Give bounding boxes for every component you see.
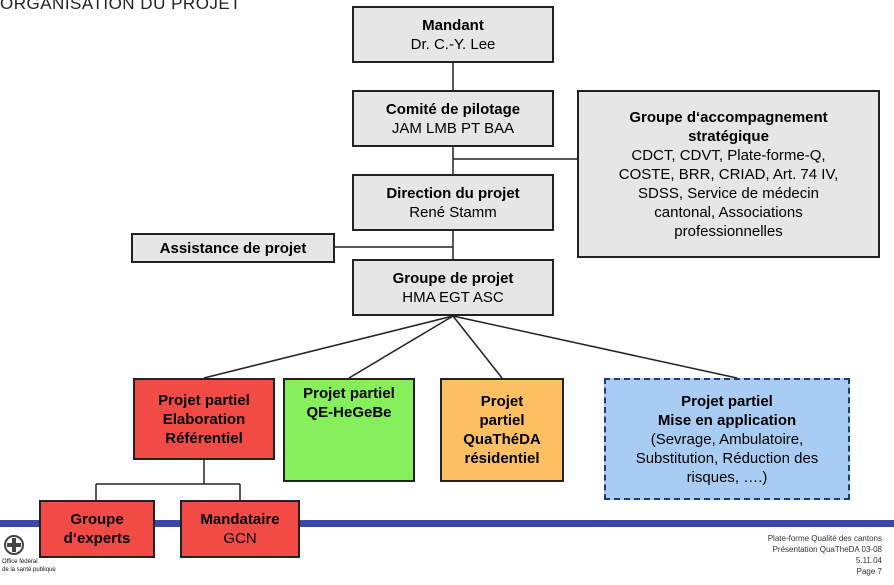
node-groupe-projet-title: Groupe de projet	[392, 269, 514, 287]
node-comite-title: Comité de pilotage	[385, 100, 521, 118]
node-groupe-accompagnement: Groupe d‘accompagnement stratégique CDCT…	[577, 90, 880, 258]
node-direction-title: Direction du projet	[386, 184, 520, 202]
node-groupe-projet: Groupe de projet HMA EGT ASC	[352, 259, 554, 316]
node-mandant: Mandant Dr. C.-Y. Lee	[352, 6, 554, 63]
node-accomp-line: COSTE, BRR, CRIAD, Art. 74 IV,	[618, 165, 839, 183]
node-accomp-title-2: stratégique	[688, 127, 769, 145]
node-mandataire-title: Mandataire	[200, 511, 280, 528]
page-title: ORGANISATION DU PROJET	[0, 0, 242, 13]
node-pp-quathe-line: résidentiel	[464, 450, 540, 467]
node-mandataire: Mandataire GCN	[180, 500, 300, 558]
node-accomp-line: cantonal, Associations	[654, 203, 803, 221]
node-pp-elab-line: Elaboration	[162, 410, 246, 428]
node-pp-quathe-line: partiel	[479, 412, 525, 429]
node-pp-quatheda: Projet partiel QuaThéDA résidentiel	[440, 378, 564, 482]
node-comite: Comité de pilotage JAM LMB PT BAA	[352, 90, 554, 147]
office-federal-logo-icon	[4, 535, 24, 555]
node-mandant-sub: Dr. C.-Y. Lee	[410, 35, 496, 53]
node-assistance-title: Assistance de projet	[159, 239, 307, 257]
node-mandataire-sub: GCN	[223, 530, 257, 547]
node-experts-line: Groupe	[70, 511, 124, 528]
footer-line: Page 7	[856, 567, 882, 576]
footer-line: Présentation QuaTheDA 03-08	[772, 545, 882, 554]
office-line: Office fédéral	[2, 559, 38, 565]
node-pp-mise-title: Mise en application	[657, 411, 797, 429]
node-pp-quathe-line: Projet	[480, 393, 524, 410]
node-pp-elaboration: Projet partiel Elaboration Référentiel	[133, 378, 275, 460]
node-pp-qe-line: Projet partiel	[303, 385, 395, 402]
node-pp-mise-en-application: Projet partiel Mise en application (Sevr…	[604, 378, 850, 500]
node-assistance: Assistance de projet	[131, 233, 335, 263]
node-pp-mise-line: (Sevrage, Ambulatoire,	[650, 430, 804, 448]
node-pp-elab-line: Référentiel	[165, 429, 243, 447]
line-to-pp-quathe	[452, 315, 503, 379]
node-accomp-line: CDCT, CDVT, Plate-forme-Q,	[631, 146, 826, 164]
node-pp-quathe-line: QuaThéDA	[463, 431, 541, 448]
node-accomp-line: professionnelles	[674, 222, 783, 240]
footer-line: 5.11.04	[855, 556, 882, 565]
node-groupe-projet-sub: HMA EGT ASC	[402, 288, 504, 306]
node-mandant-title: Mandant	[422, 16, 484, 34]
footer-bar	[0, 520, 894, 527]
office-line: de la santé publique	[2, 567, 56, 573]
node-pp-qe-line: QE-HeGeBe	[306, 404, 392, 421]
node-pp-mise-line: Substitution, Réduction des	[635, 449, 819, 467]
node-groupe-experts: Groupe d‘experts	[39, 500, 155, 558]
office-federal-text: Office fédéral de la santé publique	[2, 558, 56, 574]
footer-info: Plate-forme Qualité des cantons Présenta…	[768, 533, 882, 577]
node-accomp-title-1: Groupe d‘accompagnement	[629, 108, 828, 126]
node-pp-mise-title: Projet partiel	[681, 392, 773, 410]
node-pp-mise-line: risques, ….)	[686, 468, 768, 486]
node-pp-elab-line: Projet partiel	[158, 391, 250, 409]
line-to-pp-mise	[452, 315, 738, 379]
node-accomp-line: SDSS, Service de médecin	[638, 184, 819, 202]
node-direction: Direction du projet René Stamm	[352, 174, 554, 231]
node-direction-sub: René Stamm	[409, 203, 497, 221]
line-to-pp-qe	[348, 315, 454, 379]
line-to-pp-elab	[203, 315, 454, 379]
footer-line: Plate-forme Qualité des cantons	[767, 534, 882, 543]
node-pp-qe-hegebe: Projet partiel QE-HeGeBe	[283, 378, 415, 482]
node-comite-sub: JAM LMB PT BAA	[391, 119, 515, 137]
node-experts-line: d‘experts	[63, 530, 131, 547]
